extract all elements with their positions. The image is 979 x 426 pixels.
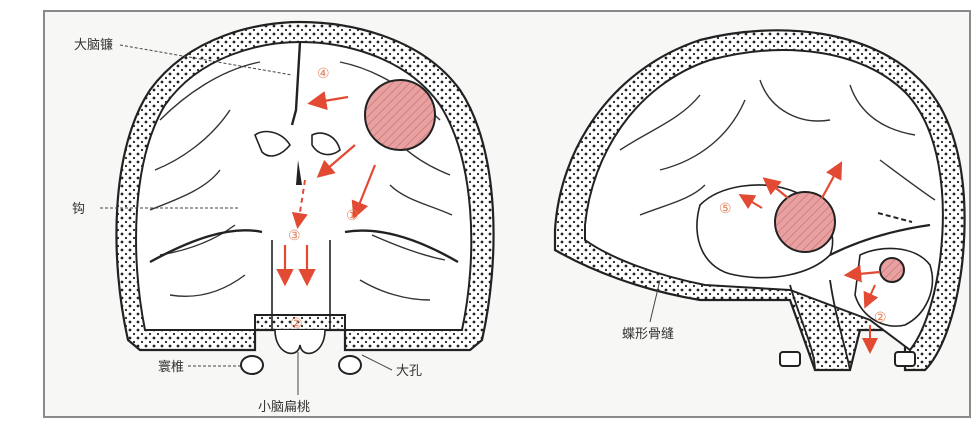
label-tentorium: 钩 — [72, 202, 85, 217]
number-5: ⑤ — [719, 201, 732, 217]
number-2: ② — [290, 316, 303, 332]
skull-inner — [136, 42, 471, 330]
label-falx: 大脑镰 — [74, 37, 113, 53]
atlas-right — [339, 356, 361, 374]
label-atlas: 寰椎 — [158, 359, 184, 375]
vertebra-right — [895, 352, 915, 366]
number-1: ① — [346, 208, 359, 224]
number-2-right: ② — [874, 310, 887, 326]
leader-foramen — [362, 355, 392, 370]
label-sphenoid: 蝶形骨缝 — [622, 327, 674, 342]
coronal-section: 大脑镰 钩 寰椎 大孔 小脑扁桃 ④ ① ③ ② — [72, 22, 494, 415]
atlas-left — [241, 356, 263, 374]
sagittal-section: 蝶形骨缝 ⑤ ② — [555, 30, 965, 370]
tumor-right-large — [775, 192, 835, 252]
label-foramen-magnum: 大孔 — [396, 364, 422, 379]
label-tonsil: 小脑扁桃 — [258, 400, 310, 415]
tonsils — [275, 330, 325, 353]
number-3: ③ — [288, 228, 301, 244]
number-4: ④ — [317, 66, 330, 82]
vertebra-left — [780, 352, 800, 366]
tumor-right-small — [880, 258, 904, 282]
tumor-left — [365, 80, 435, 150]
